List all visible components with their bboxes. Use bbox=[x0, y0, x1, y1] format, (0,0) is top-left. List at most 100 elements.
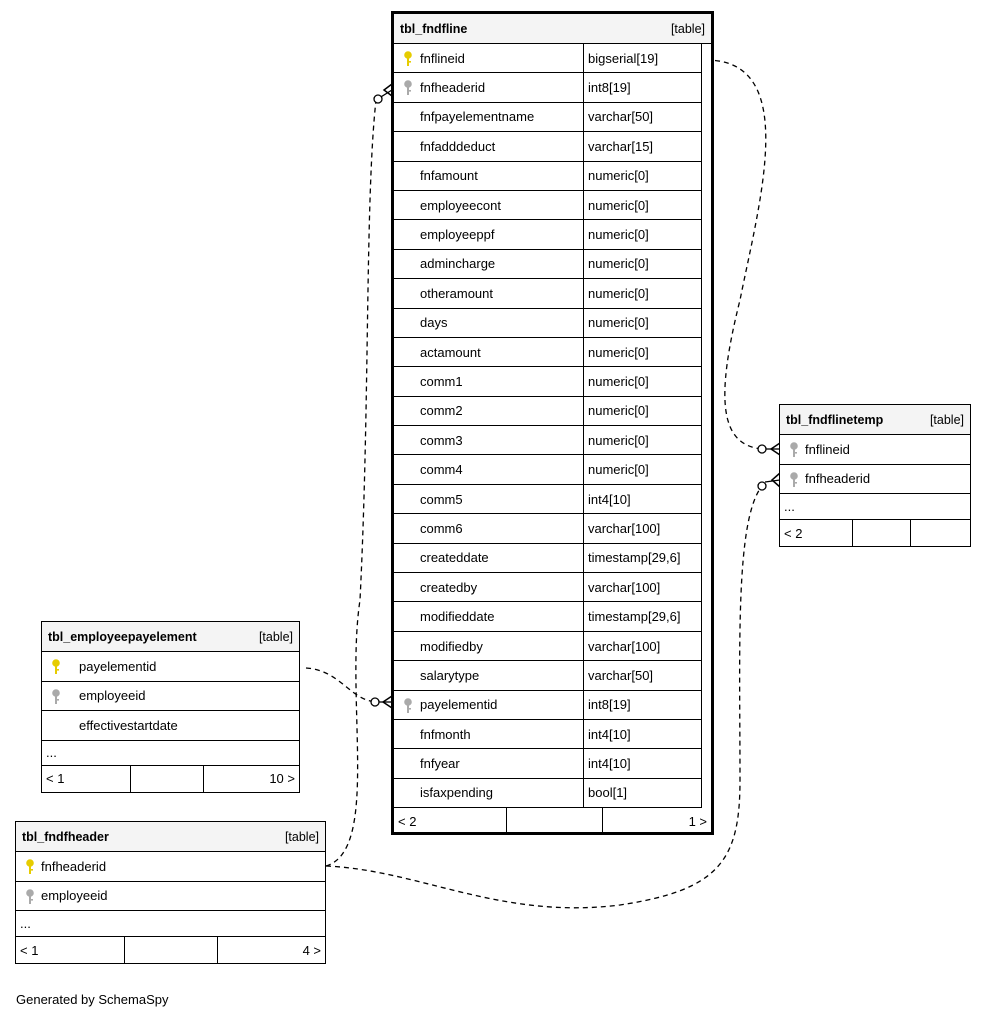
generated-by-footer[interactable]: Generated by SchemaSpy bbox=[16, 992, 169, 1007]
nav-middle bbox=[130, 765, 204, 792]
column-divider bbox=[583, 661, 584, 690]
nav-parents[interactable]: < 2 bbox=[784, 525, 803, 541]
nav-children[interactable]: 10 > bbox=[269, 771, 295, 786]
nav-children[interactable]: 4 > bbox=[302, 942, 321, 958]
column-divider bbox=[583, 161, 584, 190]
column-list: fnflineid fnfheaderid bbox=[780, 435, 970, 494]
column-name: fnflineid bbox=[805, 441, 850, 457]
column-name: fnfpayelementname bbox=[420, 109, 535, 125]
primary-key-icon bbox=[404, 51, 412, 66]
column-name: fnfheaderid bbox=[41, 858, 107, 874]
column-name: comm4 bbox=[420, 462, 463, 478]
nav-children[interactable] bbox=[911, 520, 970, 546]
column-name: fnfyear bbox=[420, 756, 460, 772]
table-header[interactable]: tbl_fndflinetemp [table] bbox=[780, 405, 970, 435]
column-row[interactable]: effectivestartdate bbox=[42, 711, 299, 741]
column-name: employeeid bbox=[41, 888, 108, 904]
nav-parents[interactable]: < 1 bbox=[46, 771, 65, 786]
column-divider bbox=[583, 249, 584, 279]
column-row[interactable]: fnflineid bbox=[780, 435, 970, 465]
column-name: fnfheaderid bbox=[805, 471, 871, 487]
more-columns-ellipsis: ... bbox=[42, 741, 299, 766]
column-row[interactable]: employeeid bbox=[16, 882, 325, 911]
table-nav: < 2 bbox=[780, 520, 970, 546]
nav-middle bbox=[124, 937, 218, 963]
column-divider bbox=[583, 367, 584, 396]
column-type: varchar[50] bbox=[588, 667, 654, 683]
column-divider bbox=[583, 426, 584, 455]
column-divider bbox=[583, 719, 584, 749]
column-type: numeric[0] bbox=[588, 285, 649, 301]
link-header-to-temp-stub bbox=[764, 479, 781, 483]
foreign-key-icon bbox=[52, 688, 60, 704]
table-header[interactable]: tbl_employeepayelement [table] bbox=[42, 622, 299, 652]
link-header-to-fndfline-optional-icon bbox=[373, 94, 383, 104]
link-header-to-fndfline-end bbox=[375, 89, 393, 101]
nav-parents[interactable]: < 1 bbox=[20, 942, 39, 958]
column-type: numeric[0] bbox=[588, 403, 649, 419]
column-row[interactable]: employeeid bbox=[42, 682, 299, 711]
column-type: varchar[50] bbox=[588, 109, 654, 125]
column-type: int4[10] bbox=[588, 491, 631, 507]
table-tbl-fndflinetemp[interactable]: tbl_fndflinetemp [table] fnflineid fnfhea… bbox=[779, 404, 971, 547]
table-nav: < 2 1 > bbox=[394, 808, 711, 835]
table-header[interactable]: tbl_fndfline [table] bbox=[394, 14, 711, 44]
column-type: timestamp[29,6] bbox=[588, 609, 681, 625]
column-name: actamount bbox=[420, 344, 481, 360]
column-divider bbox=[583, 132, 584, 161]
nav-middle bbox=[852, 520, 911, 546]
link-fndfline-to-temp-optional-icon bbox=[757, 444, 767, 454]
column-row[interactable]: fnfpayelementname varchar[50] bbox=[394, 102, 701, 133]
nav-children[interactable]: 1 > bbox=[688, 813, 707, 829]
table-header[interactable]: tbl_fndfheader [table] bbox=[16, 822, 325, 852]
column-type: numeric[0] bbox=[588, 256, 649, 272]
column-type: varchar[100] bbox=[588, 638, 661, 654]
column-row[interactable]: payelementid bbox=[42, 652, 299, 682]
column-divider bbox=[583, 220, 584, 249]
column-divider bbox=[583, 602, 584, 631]
column-type: varchar[100] bbox=[588, 520, 661, 536]
column-divider bbox=[583, 190, 584, 220]
column-list: fnfheaderid employeeid bbox=[16, 852, 325, 911]
column-row[interactable]: fnfheaderid bbox=[16, 852, 325, 882]
column-divider bbox=[583, 102, 584, 132]
table-name: tbl_fndflinetemp bbox=[786, 412, 884, 427]
column-type: bigserial[19] bbox=[588, 50, 659, 66]
link-payelement-to-fndfline-optional-icon bbox=[370, 697, 380, 707]
column-type: int8[19] bbox=[588, 80, 631, 96]
column-row[interactable]: fnfheaderid bbox=[780, 465, 970, 494]
table-tbl-employeepayelement[interactable]: tbl_employeepayelement [table] payelemen… bbox=[41, 621, 300, 793]
column-divider bbox=[583, 543, 584, 573]
column-type: timestamp[29,6] bbox=[588, 550, 681, 566]
table-tbl-fndfheader[interactable]: tbl_fndfheader [table] fnfheaderid employ… bbox=[15, 821, 326, 964]
nav-parents[interactable]: < 2 bbox=[398, 813, 417, 829]
